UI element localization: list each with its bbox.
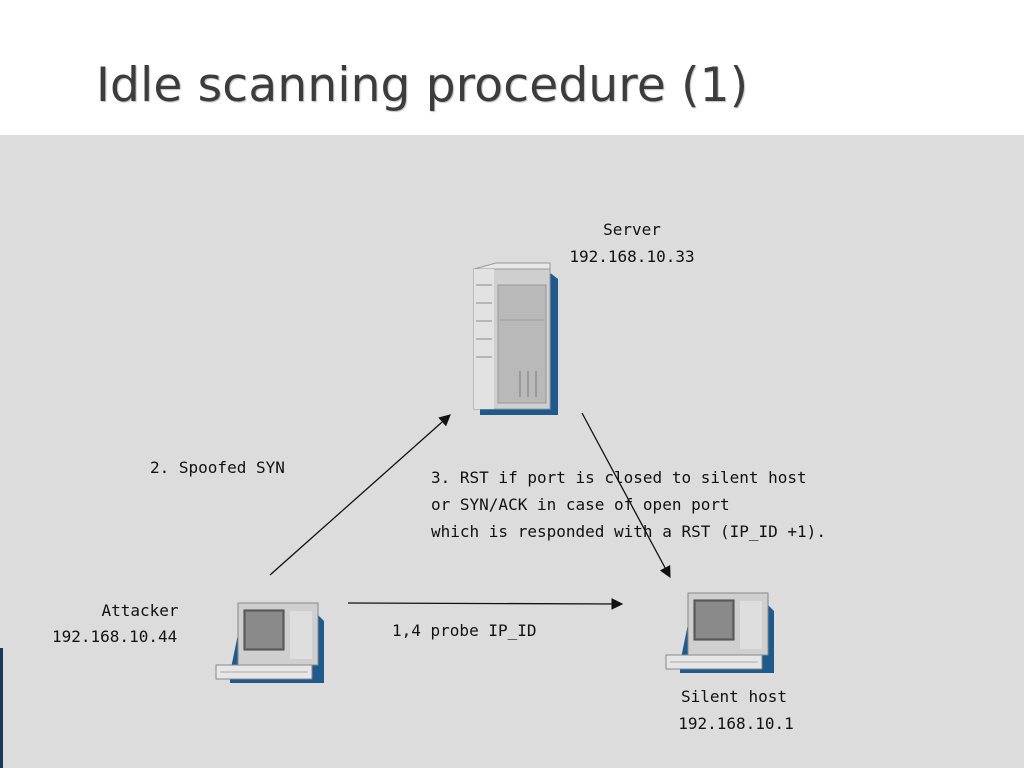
silent-host-ip-label: 192.168.10.1 (678, 714, 794, 733)
attacker-name-label: Attacker (101, 601, 178, 620)
server-name-label: Server (603, 220, 661, 239)
rst-reply-label-line2: or SYN/ACK in case of open port (431, 495, 730, 514)
rst-reply-label-line1: 3. RST if port is closed to silent host (431, 468, 807, 487)
silent-host-name-label: Silent host (681, 687, 787, 706)
spoofed-syn-arrow (269, 414, 451, 576)
probe-label: 1,4 probe IP_ID (392, 621, 537, 640)
diagram-panel: Server 192.168.10.33 Attacker 192.168.10… (0, 135, 1024, 768)
spoofed-syn-label: 2. Spoofed SYN (150, 458, 285, 477)
server-ip-label: 192.168.10.33 (569, 247, 694, 266)
silent-host-computer-icon (665, 592, 774, 673)
rst-reply-arrow (581, 412, 671, 579)
probe-arrow (347, 598, 624, 610)
attacker-computer-icon (215, 602, 324, 683)
network-diagram: Server 192.168.10.33 Attacker 192.168.10… (52, 220, 826, 733)
left-edge-accent (0, 648, 3, 768)
slide-title: Idle scanning procedure (1) (96, 58, 749, 113)
rst-reply-label-line3: which is responded with a RST (IP_ID +1)… (431, 522, 826, 541)
server-icon (473, 262, 558, 415)
attacker-ip-label: 192.168.10.44 (52, 627, 177, 646)
